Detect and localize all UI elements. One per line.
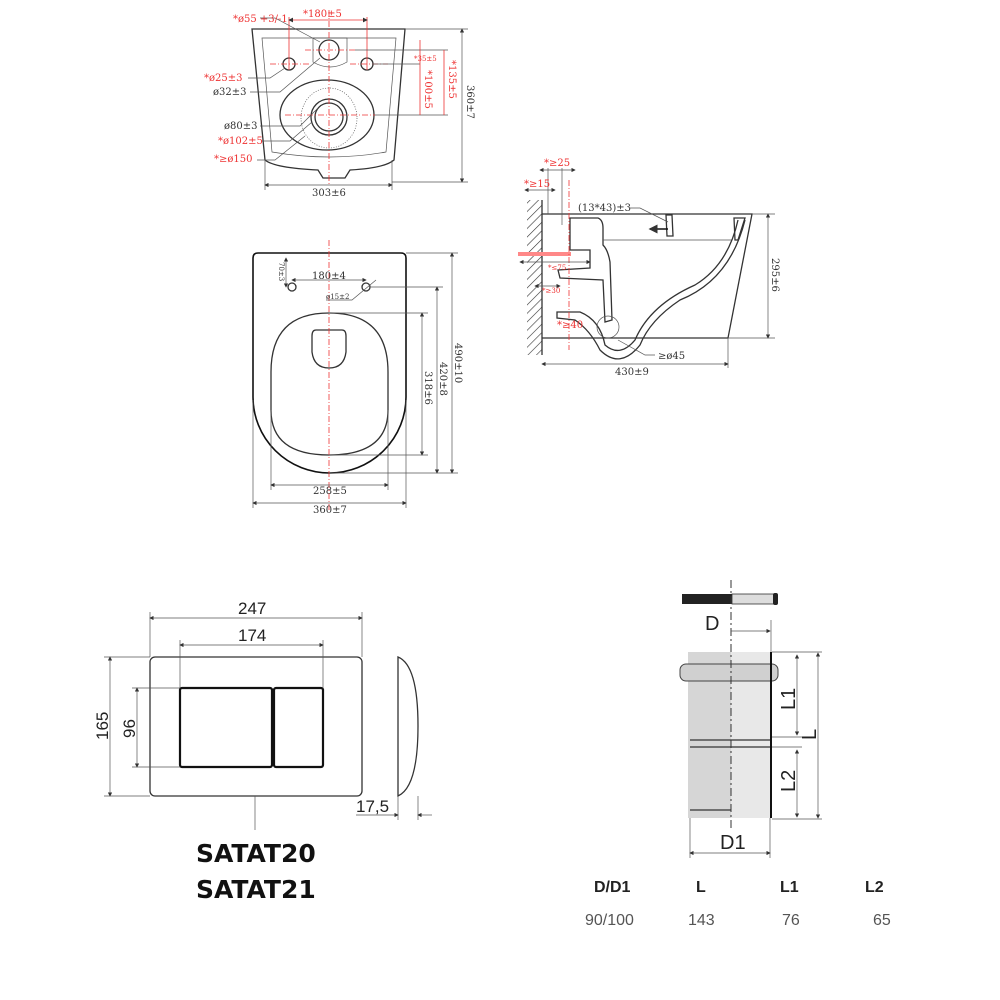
- dim-projection-430: 430±9: [615, 367, 649, 378]
- dim-plate-depth: 17,5: [356, 797, 389, 816]
- dim-length-360: 360±7: [464, 85, 475, 119]
- pipe-cap-section: [682, 594, 732, 604]
- dim-drain-inner: ø80±3: [224, 121, 258, 132]
- dim-height-295: 295±6: [769, 258, 780, 292]
- dim-hinge-spacing: 180±4: [312, 271, 346, 282]
- label-l: L: [799, 729, 821, 740]
- toilet-side-view: *≥25 *≥15 (13*43)±3 *≤75 *≥30 *≥40 ≥ø45 …: [518, 158, 780, 378]
- toilet-seat-view: 180±4 70±3 ø15±2 490±10 420±8 318±6 258±…: [252, 240, 463, 516]
- dim-ge40: *≥40: [557, 320, 583, 331]
- pipe-collar: [679, 663, 779, 682]
- table-header-l1: L1: [780, 879, 799, 896]
- label-d: D: [705, 613, 719, 635]
- flush-button-large: [178, 686, 274, 769]
- fixing-bolt: [518, 252, 571, 256]
- table-header-d: D/D1: [594, 879, 631, 896]
- dim-135: *135±5: [446, 60, 457, 99]
- dim-inlet-inner: ø32±3: [213, 87, 247, 98]
- dim-le75: *≤75: [548, 264, 566, 272]
- wall-hatch: [527, 200, 542, 355]
- dim-inlet-size: (13*43)±3: [578, 203, 631, 214]
- dim-drain-outer: *ø102±5: [218, 136, 263, 147]
- dim-ge30: *≥30: [542, 287, 560, 295]
- dim-420: 420±8: [437, 362, 448, 396]
- pipe-connector-drawing: D D1 L1 L2 L D/D1 L L1 L2 90/100 143 76 …: [585, 580, 891, 929]
- dim-100: *100±5: [422, 70, 433, 109]
- table-header-l: L: [696, 879, 706, 896]
- model-name-1: SATAT20: [196, 839, 316, 868]
- dim-seat-width-360: 360±7: [313, 505, 347, 516]
- dim-button-width: 174: [238, 626, 266, 645]
- label-d1: D1: [720, 832, 746, 854]
- flush-plate-drawing: 247 174 165 96 17,5 SATAT20 SATAT21: [93, 599, 432, 904]
- table-value-l1: 76: [782, 912, 800, 929]
- table-value-l2: 65: [873, 912, 891, 929]
- seat-outer-outline: [252, 252, 407, 474]
- dim-ge25: *≥25: [544, 158, 570, 169]
- dim-mount-hole-diameter: *ø25±3: [204, 73, 243, 84]
- dim-plate-height: 165: [93, 712, 112, 740]
- flush-button-small: [272, 686, 325, 769]
- toilet-top-view: *ø55 +3/-1 *180±5 *ø25±3 ø32±3 ø80±3 *ø1…: [204, 9, 475, 199]
- dim-seat-length-490: 490±10: [452, 343, 463, 383]
- model-name-2: SATAT21: [196, 875, 316, 904]
- table-value-d: 90/100: [585, 912, 634, 929]
- dim-318: 318±6: [422, 371, 433, 405]
- seat-inner-oval: [270, 312, 389, 456]
- dim-trap-diameter: ≥ø45: [658, 351, 685, 362]
- dim-inlet-diameter: *ø55 +3/-1: [233, 14, 288, 25]
- table-value-l: 143: [688, 912, 715, 929]
- label-l1: L1: [778, 688, 800, 710]
- dim-258: 258±5: [313, 486, 347, 497]
- label-l2: L2: [778, 770, 800, 792]
- dim-drain-clearance: *≥ø150: [214, 154, 253, 165]
- bowl-outline: [251, 28, 406, 179]
- bowl-side-outline: [542, 213, 753, 339]
- dim-35: *35±5: [414, 55, 437, 63]
- flush-plate-outline: [149, 656, 363, 797]
- dim-plate-width: 247: [238, 599, 266, 618]
- table-header-l2: L2: [865, 879, 884, 896]
- dim-width-303: 303±6: [312, 188, 346, 199]
- dim-hinge-offset: 70±3: [277, 262, 285, 281]
- dim-ge15: *≥15: [524, 179, 550, 190]
- dim-hinge-hole: ø15±2: [326, 293, 349, 301]
- dim-hole-spacing: *180±5: [303, 9, 342, 20]
- flush-plate-profile: [397, 656, 419, 798]
- dim-button-height: 96: [120, 719, 139, 738]
